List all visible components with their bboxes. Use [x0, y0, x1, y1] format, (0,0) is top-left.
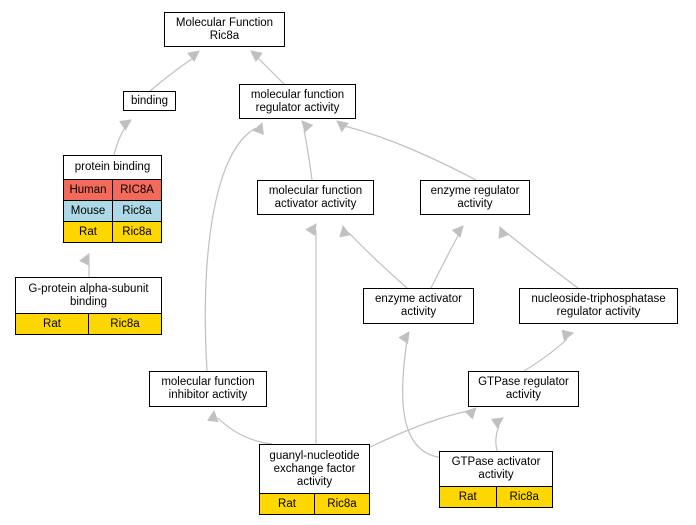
node-molecular-function-activator-activity[interactable]: molecular function activator activity [257, 180, 374, 215]
gene-cell: Ric8a [88, 314, 161, 334]
node-label: nucleoside-triphosphatase regulator acti… [531, 293, 666, 318]
node-label: binding [130, 94, 169, 107]
edge-mf_reg [257, 57, 285, 85]
edge-gtp_act1 [402, 339, 446, 459]
arrowhead [119, 119, 132, 131]
species-row-rat: Rat Ric8a [64, 221, 161, 242]
edge-mf_act [303, 129, 313, 181]
node-label: protein binding [74, 161, 151, 173]
species-cell: Mouse [70, 204, 106, 217]
species-cell: Rat [79, 225, 97, 238]
node-molecular-function-inhibitor-activity[interactable]: molecular function inhibitor activity [149, 371, 267, 407]
species-row-mouse: Mouse Ric8a [64, 200, 161, 221]
edge-gtp_act2 [495, 425, 500, 452]
node-g-protein-alpha-subunit-binding[interactable]: G-protein alpha-subunit binding Rat Ric8… [15, 277, 162, 335]
edge-gef3 [361, 410, 469, 452]
node-gtpase-regulator-activity[interactable]: GTPase regulator activity [468, 371, 579, 407]
species-cell: Rat [43, 317, 61, 330]
species-row-rat: Rat Ric8a [440, 486, 552, 507]
arrowhead [250, 50, 263, 63]
node-enzyme-activator-activity[interactable]: enzyme activator activity [363, 288, 474, 324]
node-label: molecular function regulator activity [250, 88, 345, 114]
edge-binding [149, 56, 196, 92]
edge-ntp_reg [506, 232, 579, 289]
edge-enz_act1 [348, 232, 408, 289]
arrowhead [336, 120, 349, 133]
gene-cell: Ric8a [112, 201, 161, 221]
arrowhead [398, 331, 410, 344]
node-label: G-protein alpha-subunit binding [28, 282, 149, 308]
node-nucleoside-triphosphatase-regulator-activity[interactable]: nucleoside-triphosphatase regulator acti… [519, 288, 678, 324]
edge-mf_inh [204, 127, 257, 372]
arrowhead [301, 120, 314, 133]
edge-gef2 [217, 417, 273, 445]
species-row-rat: Rat Ric8a [260, 493, 369, 514]
node-enzyme-regulator-activity[interactable]: enzyme regulator activity [420, 180, 530, 215]
species-row-rat: Rat Ric8a [16, 313, 161, 334]
node-label: molecular function activator activity [268, 184, 363, 210]
node-label: GTPase activator activity [451, 456, 541, 481]
node-protein-binding[interactable]: protein binding Human RIC8A Mouse Ric8a … [63, 155, 162, 243]
species-cell: Human [69, 183, 107, 196]
gene-cell: Ric8a [112, 222, 161, 242]
node-label: Molecular Function Ric8a [175, 16, 274, 42]
node-binding[interactable]: binding [123, 91, 176, 111]
arrowhead [561, 329, 575, 341]
species-cell: Rat [458, 490, 477, 503]
node-label: molecular function inhibitor activity [161, 376, 255, 401]
node-gtpase-activator-activity[interactable]: GTPase activator activity Rat Ric8a [439, 451, 553, 508]
arrowhead [207, 409, 219, 423]
edge-enz_reg [343, 125, 477, 181]
gene-cell: Ric8a [495, 487, 553, 507]
arrowhead [339, 224, 351, 238]
node-molecular-function-regulator-activity[interactable]: molecular function regulator activity [239, 84, 356, 119]
node-label: enzyme regulator activity [430, 184, 520, 210]
node-label: guanyl-nucleotide exchange factor activi… [269, 449, 360, 488]
gene-cell: RIC8A [112, 180, 161, 200]
arrowhead [305, 223, 317, 236]
arrowhead [464, 407, 477, 420]
node-label: GTPase regulator activity [478, 376, 569, 401]
species-cell: Rat [278, 497, 296, 510]
species-row-human: Human RIC8A [64, 179, 161, 200]
gene-cell: Ric8a [314, 494, 369, 514]
node-label: enzyme activator activity [375, 293, 462, 318]
arrowhead [491, 417, 504, 429]
arrowhead [252, 121, 264, 135]
arrowhead [451, 225, 464, 238]
arrowhead [79, 253, 90, 266]
edge-enz_act2 [430, 233, 460, 289]
node-molecular-function-root[interactable]: Molecular Function Ric8a [164, 12, 285, 47]
edge-prot_bind [113, 125, 127, 156]
arrowhead [498, 225, 510, 239]
arrowhead [187, 50, 200, 63]
edge-gtp_reg [523, 338, 568, 372]
node-guanyl-nucleotide-exchange-factor-activity[interactable]: guanyl-nucleotide exchange factor activi… [259, 444, 370, 515]
